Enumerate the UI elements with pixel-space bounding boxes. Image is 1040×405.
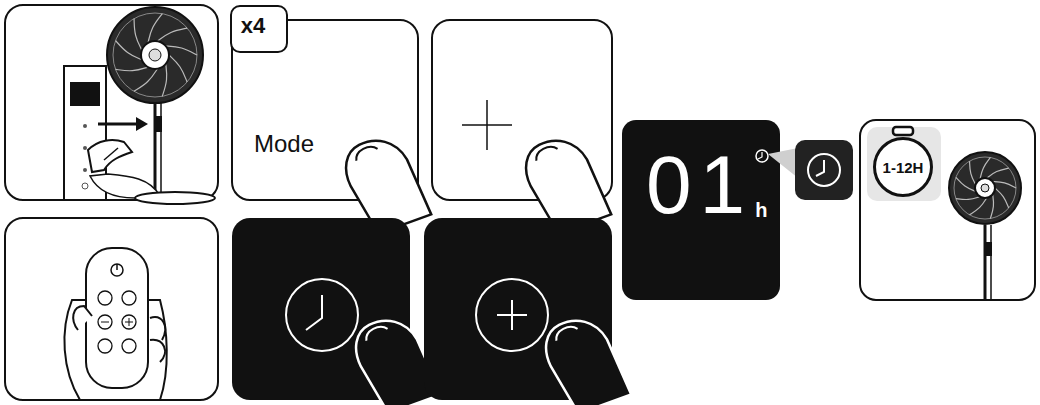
repeat-count: x4 xyxy=(241,15,265,37)
timer-dial: 1-12H xyxy=(873,137,933,197)
panel-timer-range xyxy=(860,120,1035,300)
repeat-badge: x4 xyxy=(230,5,288,53)
panel-plus-button xyxy=(424,218,631,405)
display-panel xyxy=(622,120,853,300)
display-unit: h xyxy=(755,200,767,220)
mode-step-panel: Modex4 xyxy=(232,20,418,200)
panel-timer-button xyxy=(232,218,441,405)
panel-remote xyxy=(5,218,218,400)
button-label: Mode xyxy=(254,132,314,156)
display-panel: 01h xyxy=(622,120,780,300)
panel-plus-press xyxy=(432,20,612,237)
timer-range: 1-12H xyxy=(883,160,924,175)
display-digits: 01 xyxy=(646,144,753,226)
panel-fan-control xyxy=(5,5,218,204)
